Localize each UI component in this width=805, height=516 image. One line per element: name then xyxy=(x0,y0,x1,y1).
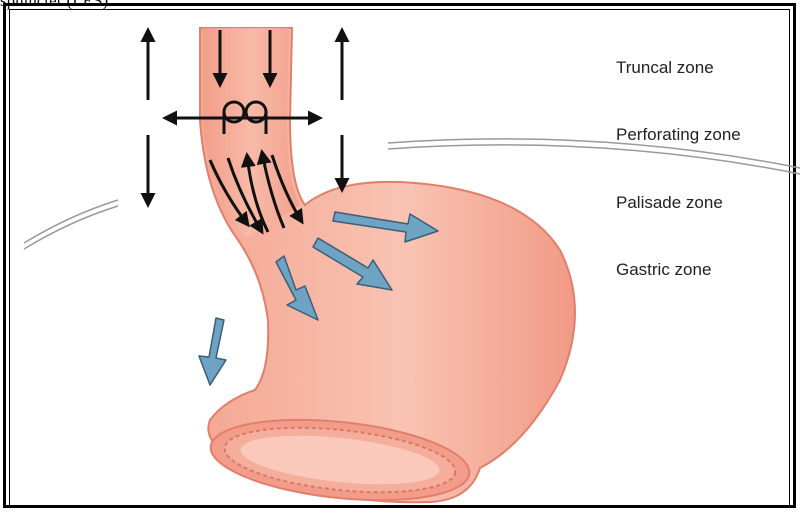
zone-label-gastric: Gastric zone xyxy=(616,260,711,280)
zone-label-palisade: Palisade zone xyxy=(616,193,723,213)
flow-arrow-4 xyxy=(199,318,226,385)
esophagus-tube xyxy=(203,28,300,238)
diaphragm-left-line xyxy=(24,200,118,249)
zone-label-perforating: Perforating zone xyxy=(616,125,741,145)
zone-label-truncal: Truncal zone xyxy=(616,58,714,78)
